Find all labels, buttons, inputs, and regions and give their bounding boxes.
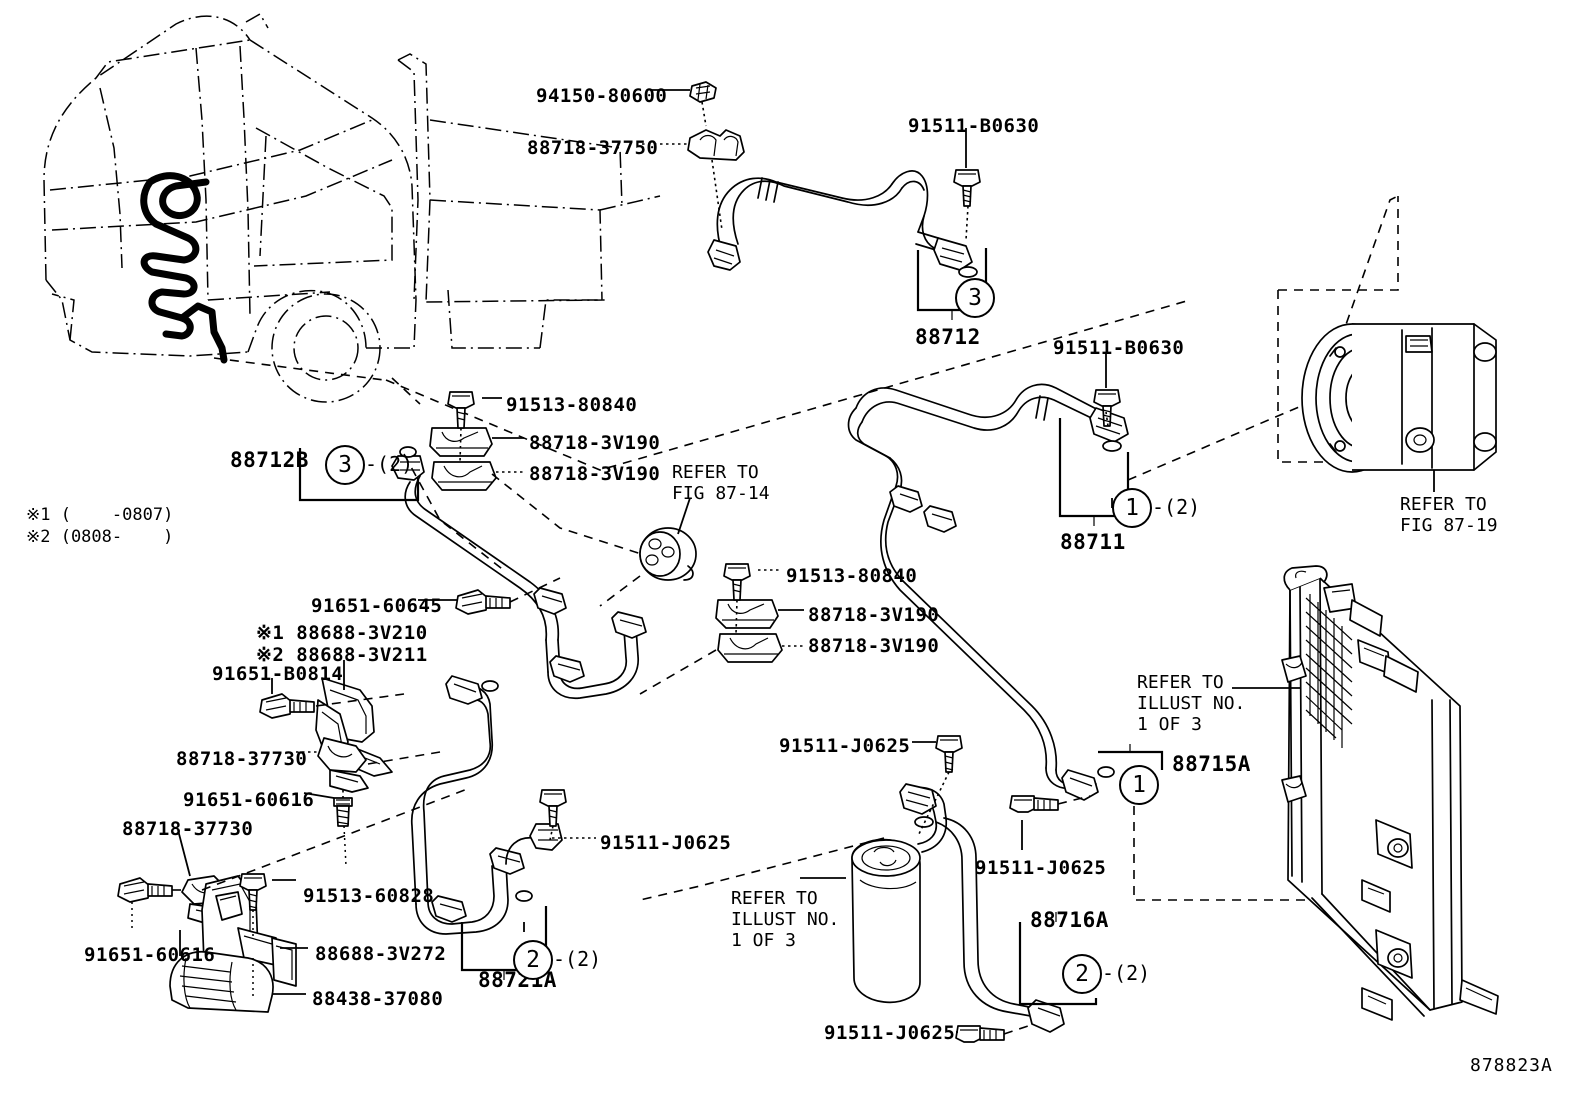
hose-88712 <box>687 81 981 278</box>
evaporator-port-87-14 <box>599 497 697 607</box>
circled-number-3: 3 <box>325 445 365 485</box>
ref-fig-87-19-line-1: FIG 87-19 <box>1400 515 1498 537</box>
assembly-label-88716A: 88716A <box>1030 908 1109 932</box>
leader-91651-60616-a <box>303 792 335 799</box>
part-label-94150-80600: 94150-80600 <box>536 85 668 107</box>
part-label-88718-3V190: 88718-3V190 <box>529 432 661 454</box>
ref-fig-87-14-line-0: REFER TO <box>672 462 759 483</box>
part-label-188688-3V210: ※1 88688-3V210 <box>256 622 428 644</box>
circled-number-1: 1 <box>1119 765 1159 805</box>
ref-illust-condenser-line-0: REFER TO <box>1137 672 1224 693</box>
part-label-91651-60645: 91651-60645 <box>311 595 443 617</box>
assembly-label-88711: 88711 <box>1060 530 1126 554</box>
ref-fig-87-19-line-0: REFER TO <box>1400 494 1487 515</box>
bracket-88712B <box>298 448 420 502</box>
ref-illust-drier-line-2: 1 OF 3 <box>731 930 797 952</box>
ref-fig-87-14-line-1: FIG 87-14 <box>672 483 770 505</box>
part-label-91513-80840: 91513-80840 <box>786 565 918 587</box>
assembly-label-88712: 88712 <box>915 325 981 349</box>
part-label-88718-3V190: 88718-3V190 <box>808 635 940 657</box>
part-label-88438-37080: 88438-37080 <box>312 988 444 1010</box>
circled-number-2: 2 <box>513 940 553 980</box>
quantity-suffix: -(2) <box>553 947 602 971</box>
circled-number-3: 3 <box>955 278 995 318</box>
assembly-label-88715A: 88715A <box>1172 752 1251 776</box>
part-label-91511-J0625: 91511-J0625 <box>600 832 732 854</box>
part-label-88718-37730: 88718-37730 <box>122 818 254 840</box>
circled-number-1: 1 <box>1112 488 1152 528</box>
circled-number-value: 3 <box>338 452 352 478</box>
leader-88718-37730-b <box>177 829 191 877</box>
part-label-88718-3V190: 88718-3V190 <box>529 463 661 485</box>
tube-88712B <box>391 391 661 700</box>
part-label-91651-60616: 91651-60616 <box>84 944 216 966</box>
assembly-label-88712B: 88712B <box>230 448 309 472</box>
footnote-2: ※2 (0808- ) <box>26 527 174 547</box>
part-label-91651-B0814: 91651-B0814 <box>212 663 344 685</box>
circled-number-value: 2 <box>526 947 540 973</box>
part-label-91651-60616: 91651-60616 <box>183 789 315 811</box>
quantity-suffix: -(2) <box>1152 495 1201 519</box>
quantity-suffix: -(2) <box>365 452 414 476</box>
part-label-91513-80840: 91513-80840 <box>506 394 638 416</box>
bracket-88688-3V272 <box>117 787 471 1013</box>
circled-number-value: 2 <box>1075 961 1089 987</box>
vehicle-illustration <box>43 12 661 403</box>
leader-fig-87-14 <box>677 497 691 535</box>
figure-id: 878823A <box>1470 1055 1553 1076</box>
part-label-288688-3V211: ※2 88688-3V211 <box>256 644 428 666</box>
part-label-91511-J0625: 91511-J0625 <box>779 735 911 757</box>
circled-number-value: 1 <box>1132 772 1146 798</box>
part-label-88718-37750: 88718-37750 <box>527 137 659 159</box>
quantity-suffix: -(2) <box>1102 961 1151 985</box>
condenser-illustration <box>1232 565 1499 1021</box>
bolt-91651-60645 <box>455 577 561 615</box>
circled-number-2: 2 <box>1062 954 1102 994</box>
part-label-88718-3V190: 88718-3V190 <box>808 604 940 626</box>
bracket-88688-3V210 <box>259 660 441 867</box>
tube-88715A <box>1009 766 1360 901</box>
compressor-illustration <box>1277 196 1497 492</box>
ref-illust-drier-line-0: REFER TO <box>731 888 818 909</box>
ref-illust-condenser-line-1: ILLUST NO. <box>1137 693 1246 715</box>
circled-number-value: 1 <box>1125 495 1139 521</box>
footnote-1: ※1 ( -0807) <box>26 505 174 525</box>
part-label-88718-37730: 88718-37730 <box>176 748 308 770</box>
bracket-88715A <box>1098 750 1164 770</box>
clamps-lower-pair <box>639 563 783 695</box>
leader-truck-to-hose <box>391 377 421 405</box>
tube-88721A <box>410 675 567 935</box>
part-label-91511-J0625: 91511-J0625 <box>824 1022 956 1044</box>
receiver-drier <box>639 735 1065 1043</box>
circled-number-value: 3 <box>968 285 982 311</box>
part-label-91513-60828: 91513-60828 <box>303 885 435 907</box>
ref-illust-condenser-line-2: 1 OF 3 <box>1137 714 1203 736</box>
hose-88711 <box>847 383 1129 771</box>
ref-illust-drier-line-1: ILLUST NO. <box>731 909 840 931</box>
part-label-88688-3V272: 88688-3V272 <box>315 943 447 965</box>
part-label-91511-B0630: 91511-B0630 <box>1053 337 1185 359</box>
part-label-91511-B0630: 91511-B0630 <box>908 115 1040 137</box>
bracket-88716A <box>1018 922 1098 1006</box>
part-label-91511-J0625: 91511-J0625 <box>975 857 1107 879</box>
